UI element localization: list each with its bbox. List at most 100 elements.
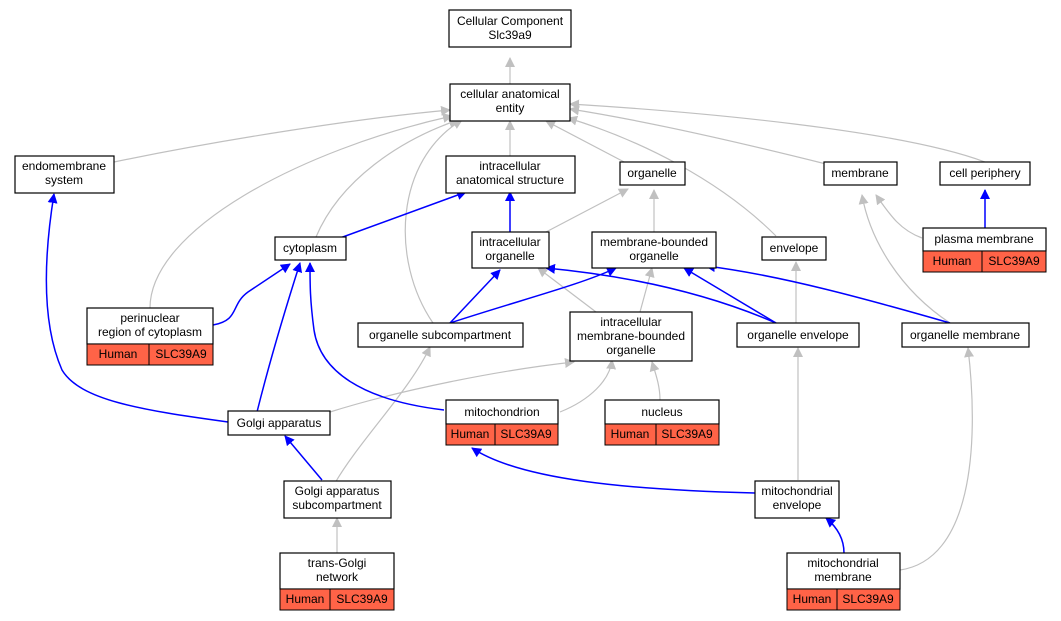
node-label: organelle — [485, 249, 535, 263]
species-label: Human — [611, 427, 650, 441]
node-label: membrane — [814, 570, 872, 584]
node-label: mitochondrial — [807, 556, 878, 570]
go-term-node-cellular-anatomical-entity[interactable]: cellular anatomical entity — [449, 83, 571, 122]
edge-imbo-to-ico — [537, 267, 597, 313]
node-label: intracellular — [479, 235, 540, 249]
node-label: plasma membrane — [934, 232, 1034, 246]
gene-label: SLC39A9 — [842, 592, 894, 606]
species-label: Human — [933, 254, 972, 268]
go-term-node-mitochondrial-membrane[interactable]: mitochondrial membrane Human SLC39A9 — [786, 552, 901, 611]
go-term-node-mitochondrion[interactable]: mitochondrion Human SLC39A9 — [445, 399, 559, 446]
go-term-node-plasma-membrane[interactable]: plasma membrane Human SLC39A9 — [922, 227, 1047, 273]
node-label: Cellular Component — [457, 14, 564, 28]
node-label: perinuclear — [120, 311, 179, 325]
go-term-node-organelle[interactable]: organelle — [619, 161, 686, 186]
node-label: cytoplasm — [283, 241, 337, 255]
edge-subcomp-to-cae — [404, 119, 463, 324]
node-label: organelle — [606, 343, 656, 357]
edge-golgisub-partof-golgi — [284, 435, 323, 481]
edge-subcomp-partof-ico — [449, 269, 501, 324]
node-label: envelope — [773, 498, 822, 512]
edge-subcomp-partof-mbo — [449, 267, 617, 324]
go-term-node-nucleus[interactable]: nucleus Human SLC39A9 — [604, 399, 720, 446]
edge-mito-partof-cytoplasm — [305, 262, 445, 411]
node-label: mitochondrial — [761, 484, 832, 498]
node-label: organelle — [629, 249, 679, 263]
edge-cytoplasm-to-cae — [315, 118, 459, 238]
node-label: system — [45, 173, 83, 187]
edge-organelle-to-cae — [545, 120, 629, 165]
node-label: nucleus — [641, 405, 682, 419]
edge-mitomem-to-orgmem — [899, 347, 975, 571]
gene-badge — [329, 588, 395, 611]
node-label: anatomical structure — [456, 173, 564, 187]
species-label: Human — [99, 347, 138, 361]
gene-label: SLC39A9 — [500, 427, 552, 441]
go-term-node-membrane[interactable]: membrane — [823, 161, 898, 186]
node-label: Golgi apparatus — [295, 484, 380, 498]
edge-golgi-to-imbo — [329, 357, 575, 413]
go-term-node-perinuclear-region-of-cytoplasm[interactable]: perinuclear region of cytoplasm Human SL… — [86, 307, 214, 366]
go-term-node-cytoplasm[interactable]: cytoplasm — [274, 236, 347, 261]
gene-badge — [836, 588, 901, 611]
edge-mito-to-imbo — [559, 359, 617, 413]
go-term-node-mitochondrial-envelope[interactable]: mitochondrial envelope — [754, 480, 840, 519]
go-term-node-membrane-bounded-organelle[interactable]: membrane-bounded organelle — [591, 231, 717, 269]
node-label: Golgi apparatus — [237, 416, 322, 430]
edge-orgmem-to-membrane — [858, 194, 951, 324]
go-term-node-trans-golgi-network[interactable]: trans-Golgi network Human SLC39A9 — [279, 552, 395, 611]
go-term-node-endomembrane-system[interactable]: endomembrane system — [14, 155, 115, 194]
node-label: subcompartment — [292, 498, 382, 512]
node-label: membrane-bounded — [577, 329, 685, 343]
go-term-node-golgi-apparatus-subcompartment[interactable]: Golgi apparatus subcompartment — [283, 480, 392, 519]
species-label: Human — [286, 592, 325, 606]
go-term-node-intracellular-organelle[interactable]: intracellular organelle — [471, 231, 550, 269]
node-label: region of cytoplasm — [98, 325, 202, 339]
edges — [45, 57, 990, 571]
edge-endo-golgi-partof-endo — [45, 193, 229, 423]
edge-periphery-to-cae — [569, 99, 986, 163]
edge-golgi-partof-cytoplasm — [256, 262, 303, 413]
gene-badge — [148, 343, 214, 366]
edge-orgmem-partof-mbo — [705, 262, 951, 324]
species-label: Human — [451, 427, 490, 441]
node-label: Slc39a9 — [488, 28, 532, 42]
edge-endo-to-cae — [113, 105, 451, 163]
node-label: endomembrane — [22, 159, 106, 173]
edge-mitomem-partof-mitoenv — [825, 517, 845, 554]
node-label: trans-Golgi — [308, 556, 367, 570]
go-term-node-intracellular-membrane-bounded-organelle[interactable]: intracellular membrane-bounded organelle — [569, 311, 693, 362]
edge-golgisub-to-subcomp — [334, 346, 431, 484]
go-term-node-golgi-apparatus[interactable]: Golgi apparatus — [227, 410, 331, 436]
node-label: organelle envelope — [747, 328, 849, 342]
go-term-node-cell-periphery[interactable]: cell periphery — [939, 161, 1031, 186]
edge-imbo-to-mbo — [639, 267, 655, 313]
go-term-node-envelope[interactable]: envelope — [761, 236, 827, 261]
node-label: envelope — [770, 241, 819, 255]
node-label: intracellular — [479, 159, 540, 173]
go-term-node-organelle-subcompartment[interactable]: organelle subcompartment — [357, 322, 524, 348]
gene-badge — [494, 423, 559, 446]
node-label: network — [316, 570, 359, 584]
go-term-node-cellular-component[interactable]: Cellular Component Slc39a9 — [448, 9, 572, 48]
gene-badge — [655, 423, 720, 446]
edge-ico-to-organelle — [545, 188, 629, 233]
edge-perinuclear-to-cae — [149, 113, 453, 309]
edge-orgenv-partof-mbo — [683, 267, 777, 324]
edge-membrane-to-cae — [569, 105, 827, 165]
gene-label: SLC39A9 — [988, 254, 1040, 268]
edge-cytoplasm-partof-ias — [339, 190, 467, 239]
node-label: cell periphery — [949, 166, 1020, 180]
species-label: Human — [793, 592, 832, 606]
gene-label: SLC39A9 — [336, 592, 388, 606]
go-term-node-intracellular-anatomical-structure[interactable]: intracellular anatomical structure — [445, 155, 576, 194]
node-label: organelle membrane — [910, 328, 1020, 342]
node-label: entity — [496, 101, 525, 115]
go-term-node-organelle-envelope[interactable]: organelle envelope — [736, 322, 860, 348]
node-label: membrane-bounded — [600, 235, 708, 249]
node-label: organelle subcompartment — [369, 328, 512, 342]
node-label: intracellular — [600, 315, 661, 329]
gene-badge — [981, 250, 1047, 273]
go-term-node-organelle-membrane[interactable]: organelle membrane — [901, 322, 1030, 348]
